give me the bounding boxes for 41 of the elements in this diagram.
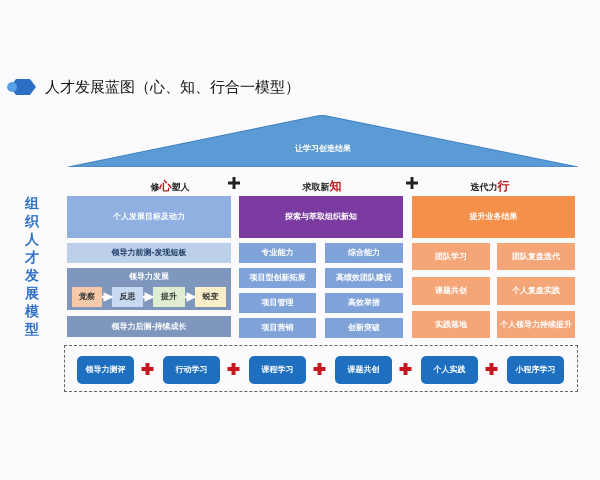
pillar-heading-box: 探索与萃取组织新知: [239, 196, 403, 238]
activity-button: 小程序学习: [507, 356, 564, 384]
vertical-title: 组织人才发展模型: [24, 195, 40, 339]
pillar-heading-box: 个人发展目标及动力: [67, 196, 231, 238]
activity-button: 行动学习: [163, 356, 220, 384]
activity-button: 个人实践: [421, 356, 478, 384]
text-box: 项目管理: [239, 293, 316, 313]
text-box: 个人领导力持续提升: [497, 311, 575, 338]
text-box: 高绩效团队建设: [325, 268, 403, 288]
group-heading: 领导力发展: [129, 272, 169, 282]
arrow: [185, 292, 196, 302]
activity-button: 领导力测评: [77, 356, 134, 384]
pillar-title: 迭代力行: [470, 178, 510, 195]
arrow: [143, 292, 154, 302]
text-box: 实践落地: [412, 311, 490, 338]
dashed-frame: [64, 345, 578, 392]
text-box: 团队复盘迭代: [497, 243, 575, 270]
pillar-title: 求取新知: [302, 178, 342, 195]
pillar-title: 修心塑人: [150, 178, 190, 195]
text-box: 领导力后测-持续成长: [67, 316, 231, 337]
text-box: 项目营销: [239, 318, 316, 338]
activity-button: 课程学习: [249, 356, 306, 384]
text-box: 综合能力: [325, 243, 403, 263]
text-box: 领导力前测-发现短板: [67, 243, 231, 263]
activity-button: 课题共创: [335, 356, 392, 384]
text-box: 创新突破: [325, 318, 403, 338]
step-box: 提升: [153, 287, 185, 307]
pillar-heading-box: 提升业务结果: [412, 196, 575, 238]
step-box: 觉察: [72, 287, 102, 307]
arrow: [102, 292, 114, 302]
text-box: 高效举措: [325, 293, 403, 313]
text-box: 专业能力: [239, 243, 316, 263]
group-box: [67, 268, 231, 310]
text-box: 项目型创新拓展: [239, 268, 316, 288]
roof-triangle: 让学习创造结果: [68, 115, 578, 167]
title: 人才发展蓝图（心、知、行合一模型）: [45, 78, 300, 97]
text-box: 课题共创: [412, 277, 490, 305]
text-box: 团队学习: [412, 243, 490, 270]
text-box: 个人复盘实践: [497, 277, 575, 305]
step-box: 反思: [112, 287, 143, 307]
step-box: 蜕变: [195, 287, 226, 307]
